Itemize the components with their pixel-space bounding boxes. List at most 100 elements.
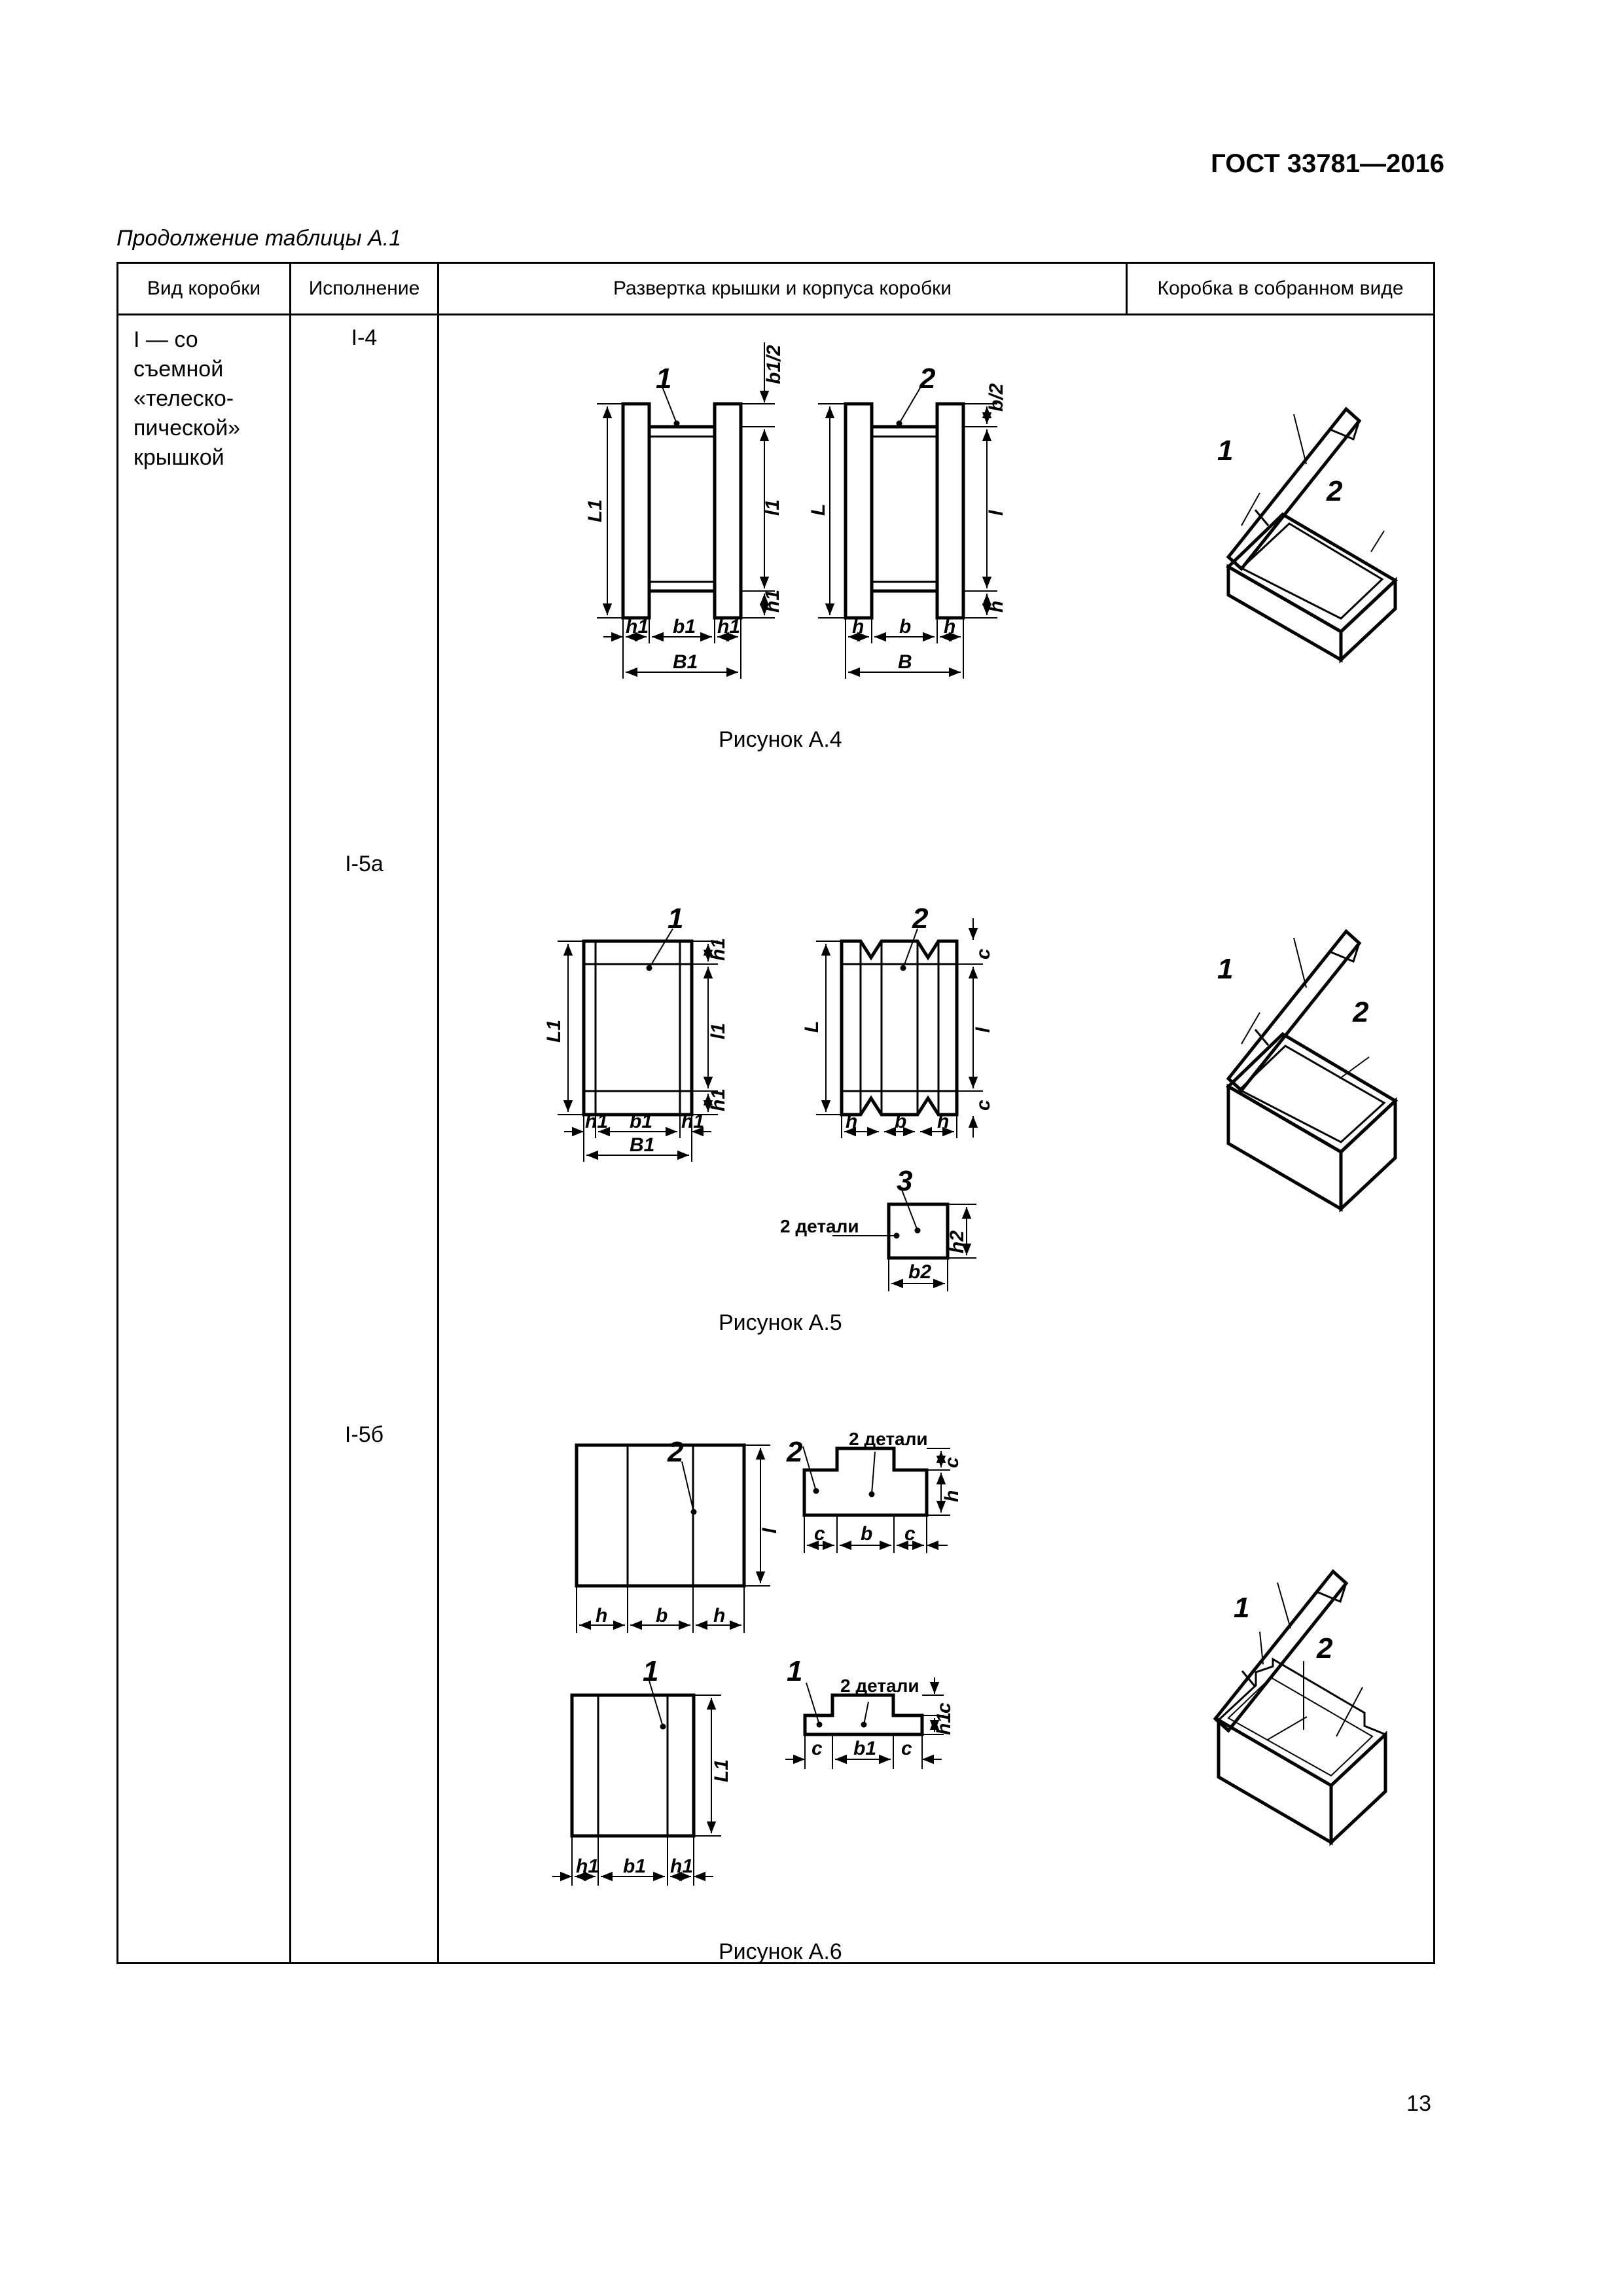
dim-b: b (895, 1111, 906, 1132)
callout-dot (868, 1491, 875, 1498)
column-header-assembled: Коробка в собранном виде (1126, 262, 1435, 315)
dim-c: c (814, 1523, 825, 1545)
callout-1: 1 (668, 903, 683, 935)
dim-b-half: b/2 (986, 383, 1007, 412)
dim-L1: L1 (543, 1020, 565, 1043)
dim-h1: h1 (681, 1111, 704, 1132)
kind-line: съемной (134, 357, 224, 382)
dim-l1: l1 (707, 1023, 729, 1039)
dim-h: h (846, 1111, 857, 1132)
callout-2: 2 (667, 1436, 684, 1468)
dim-h: h (852, 616, 864, 637)
callout-1: 1 (1234, 1592, 1249, 1624)
callout-dot (690, 1509, 697, 1515)
callout-2: 2 (1326, 475, 1343, 507)
dim-b1: b1 (853, 1738, 876, 1759)
dim-h: h (937, 1111, 949, 1132)
variant-i4: I-4 (351, 325, 378, 350)
callout-1: 1 (643, 1655, 658, 1687)
variant-i5b: I-5б (344, 1422, 384, 1447)
cell-variants: I-4 I-5а I-5б (289, 314, 439, 1964)
cell-kind: I — со съемной «телеско- пической» крышк… (116, 314, 291, 1964)
dim-h: h (713, 1605, 725, 1626)
callout-dot (813, 1488, 819, 1494)
dim-b: b (899, 616, 911, 637)
cell-drawings: 1 2 b1/2 b/2 L1 l1 h1 L l h h1 b1 h1 B1 (437, 314, 1435, 1964)
dim-b1-half: b1/2 (763, 345, 785, 384)
dim-b: b (861, 1523, 872, 1545)
callout-dot (660, 1723, 666, 1730)
figure-a4-body-development (844, 402, 965, 620)
kind-line: крышкой (134, 445, 224, 470)
variant-i5a: I-5а (345, 852, 383, 876)
callout-1: 1 (1217, 435, 1233, 467)
dim-l: l (986, 510, 1007, 516)
dim-l: l (972, 1027, 994, 1033)
dim-l: l (759, 1528, 781, 1534)
callout-dot (646, 965, 652, 971)
callout-dot (816, 1721, 823, 1728)
figure-a5-side-piece (887, 1202, 950, 1260)
dim-h: h (941, 1490, 963, 1502)
figure-a6-lid-side-piece (803, 1693, 924, 1736)
dim-h1: h1 (933, 1712, 955, 1735)
dim-L: L (808, 504, 829, 516)
callout-2: 2 (786, 1436, 803, 1468)
page-number: 13 (1406, 2091, 1431, 2116)
figure-a5-body-development (840, 939, 959, 1117)
dim-c: c (941, 1457, 963, 1468)
table-continuation-caption: Продолжение таблицы А.1 (116, 226, 402, 251)
callout-dot (893, 1232, 900, 1239)
figure-a5-dimension-lines (558, 918, 983, 1291)
callout-1: 1 (656, 363, 671, 395)
kind-line: I — со (134, 327, 198, 352)
dim-b: b (656, 1605, 668, 1626)
kind-line: пической» (134, 416, 241, 440)
dim-c: c (972, 1100, 994, 1111)
dim-h1: h1 (576, 1856, 599, 1877)
dim-B1: B1 (673, 651, 698, 673)
callout-dot (673, 420, 680, 427)
dim-c: c (901, 1738, 912, 1759)
figure-caption-a5: Рисунок А.5 (719, 1310, 842, 1335)
dim-h2: h2 (946, 1230, 968, 1253)
table-header-row: Вид коробки Исполнение Развертка крышки … (116, 262, 1435, 315)
dim-h1: h1 (707, 938, 729, 961)
box-types-table: Вид коробки Исполнение Развертка крышки … (116, 262, 1435, 1964)
figure-a5-lid-development (582, 939, 694, 1117)
callout-2: 2 (919, 363, 936, 395)
dim-h1: h1 (626, 616, 649, 637)
figure-a4-lid-development (621, 402, 743, 620)
callout-1: 1 (787, 1655, 802, 1687)
column-header-kind: Вид коробки (116, 262, 291, 315)
dim-L: L (801, 1021, 823, 1033)
figure-a6-dimension-lines (552, 1444, 950, 1886)
dim-b2: b2 (908, 1261, 931, 1283)
figure-a6-body-development (575, 1443, 746, 1588)
dim-c: c (812, 1738, 823, 1759)
table-row: I — со съемной «телеско- пической» крышк… (116, 314, 1435, 1964)
dim-b1: b1 (630, 1111, 652, 1132)
figure-a6-assembled-box (1213, 1569, 1387, 1846)
dim-h1: h1 (670, 1856, 693, 1877)
dim-h1: h1 (717, 616, 740, 637)
dim-h: h (596, 1605, 607, 1626)
figure-caption-a6: Рисунок А.6 (719, 1939, 842, 1964)
dim-h1: h1 (707, 1088, 729, 1111)
figure-a5-assembled-box (1225, 929, 1399, 1213)
dim-B1: B1 (630, 1134, 654, 1156)
callout-dot (914, 1227, 921, 1234)
dim-h1: h1 (762, 590, 783, 613)
callout-dot (861, 1721, 867, 1728)
dim-B: B (898, 651, 912, 673)
dim-L1: L1 (584, 499, 606, 522)
figure-a4-assembled-box (1225, 406, 1399, 664)
figure-caption-a4: Рисунок А.4 (719, 727, 842, 752)
parts-note: 2 детали (780, 1216, 859, 1236)
dim-c: c (972, 948, 994, 960)
figure-a4-dimension-lines (597, 342, 997, 679)
column-header-variant: Исполнение (289, 262, 439, 315)
standard-number: ГОСТ 33781—2016 (1211, 149, 1444, 178)
dim-h: h (986, 601, 1007, 613)
figure-a6-lid-development (570, 1693, 696, 1838)
